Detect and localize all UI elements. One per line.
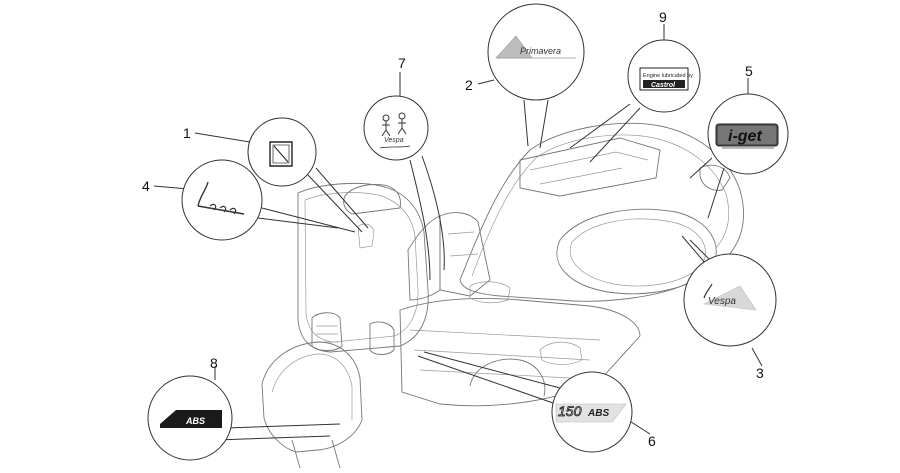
abs150-decal: 150 ABS <box>555 403 627 423</box>
castrol-top-text: Engine lubricated by <box>643 73 693 79</box>
callout-number-9: 9 <box>659 9 667 25</box>
callout-number-2: 2 <box>465 77 473 93</box>
callout-9: Engine lubricated by Castrol 9 <box>627 9 701 113</box>
castrol-label: Engine lubricated by Castrol <box>639 67 693 91</box>
abs150-abs: ABS <box>587 408 609 419</box>
iget-text: i-get <box>728 128 762 145</box>
abs-decal: ABS <box>160 410 222 428</box>
emblem-plate-icon <box>269 141 293 167</box>
callout-number-3: 3 <box>756 365 764 381</box>
bubble-7 <box>363 95 429 161</box>
callout-1: 1 <box>183 117 317 187</box>
vespa-script-decal-left <box>197 181 245 215</box>
callout-number-4: 4 <box>142 178 150 194</box>
vespa-children-logo: Vespa <box>379 112 411 149</box>
bubble-4 <box>181 159 263 241</box>
callout-number-5: 5 <box>745 63 753 79</box>
callout-6: 150 ABS 6 <box>551 371 656 453</box>
callout-number-1: 1 <box>183 125 191 141</box>
vespa-right-text: Vespa <box>708 296 736 307</box>
children-caption: Vespa <box>384 137 404 144</box>
bubble-2 <box>487 3 585 101</box>
scooter-body <box>261 122 745 469</box>
callout-3: Vespa 3 <box>683 253 777 381</box>
abs150-number: 150 <box>558 403 582 419</box>
leader-lines <box>153 24 763 441</box>
callout-4: 4 <box>142 159 263 241</box>
callout-number-6: 6 <box>648 433 656 449</box>
callout-number-8: 8 <box>210 355 218 371</box>
callout-2: Primavera 2 <box>465 3 585 101</box>
primavera-decal: Primavera <box>495 35 576 59</box>
callout-7: Vespa 7 <box>363 55 429 161</box>
primavera-text: Primavera <box>520 46 561 56</box>
vespa-script-decal-right: Vespa <box>702 283 757 311</box>
abs-text: ABS <box>185 416 205 426</box>
callout-number-7: 7 <box>398 55 406 71</box>
callout-5: i-get 5 <box>707 63 789 175</box>
iget-badge: i-get <box>715 123 779 149</box>
callout-8: ABS 8 <box>147 355 233 461</box>
castrol-brand-text: Castrol <box>651 82 676 89</box>
